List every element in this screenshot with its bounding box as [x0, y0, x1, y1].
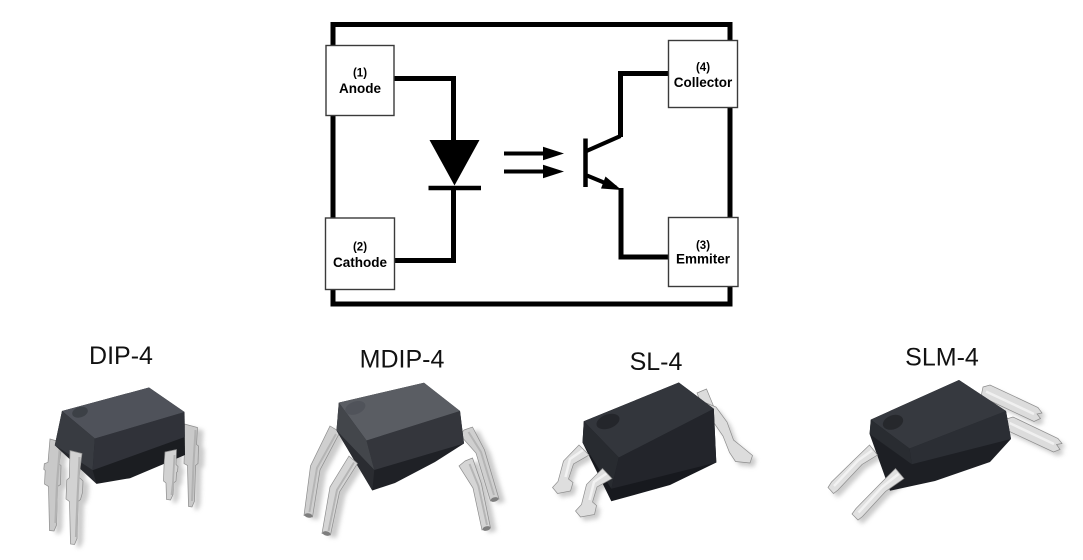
- svg-text:(1): (1): [353, 68, 367, 80]
- svg-text:Cathode: Cathode: [333, 255, 387, 270]
- svg-text:(4): (4): [696, 62, 710, 74]
- svg-text:SLM-4: SLM-4: [905, 344, 979, 372]
- svg-text:Collector: Collector: [674, 75, 733, 90]
- svg-text:SL-4: SL-4: [630, 348, 683, 376]
- svg-text:Emmiter: Emmiter: [676, 252, 731, 267]
- svg-text:(3): (3): [696, 240, 710, 252]
- svg-text:DIP-4: DIP-4: [89, 342, 153, 370]
- svg-text:Anode: Anode: [339, 81, 381, 96]
- svg-text:MDIP-4: MDIP-4: [360, 346, 445, 374]
- svg-text:(2): (2): [353, 242, 367, 254]
